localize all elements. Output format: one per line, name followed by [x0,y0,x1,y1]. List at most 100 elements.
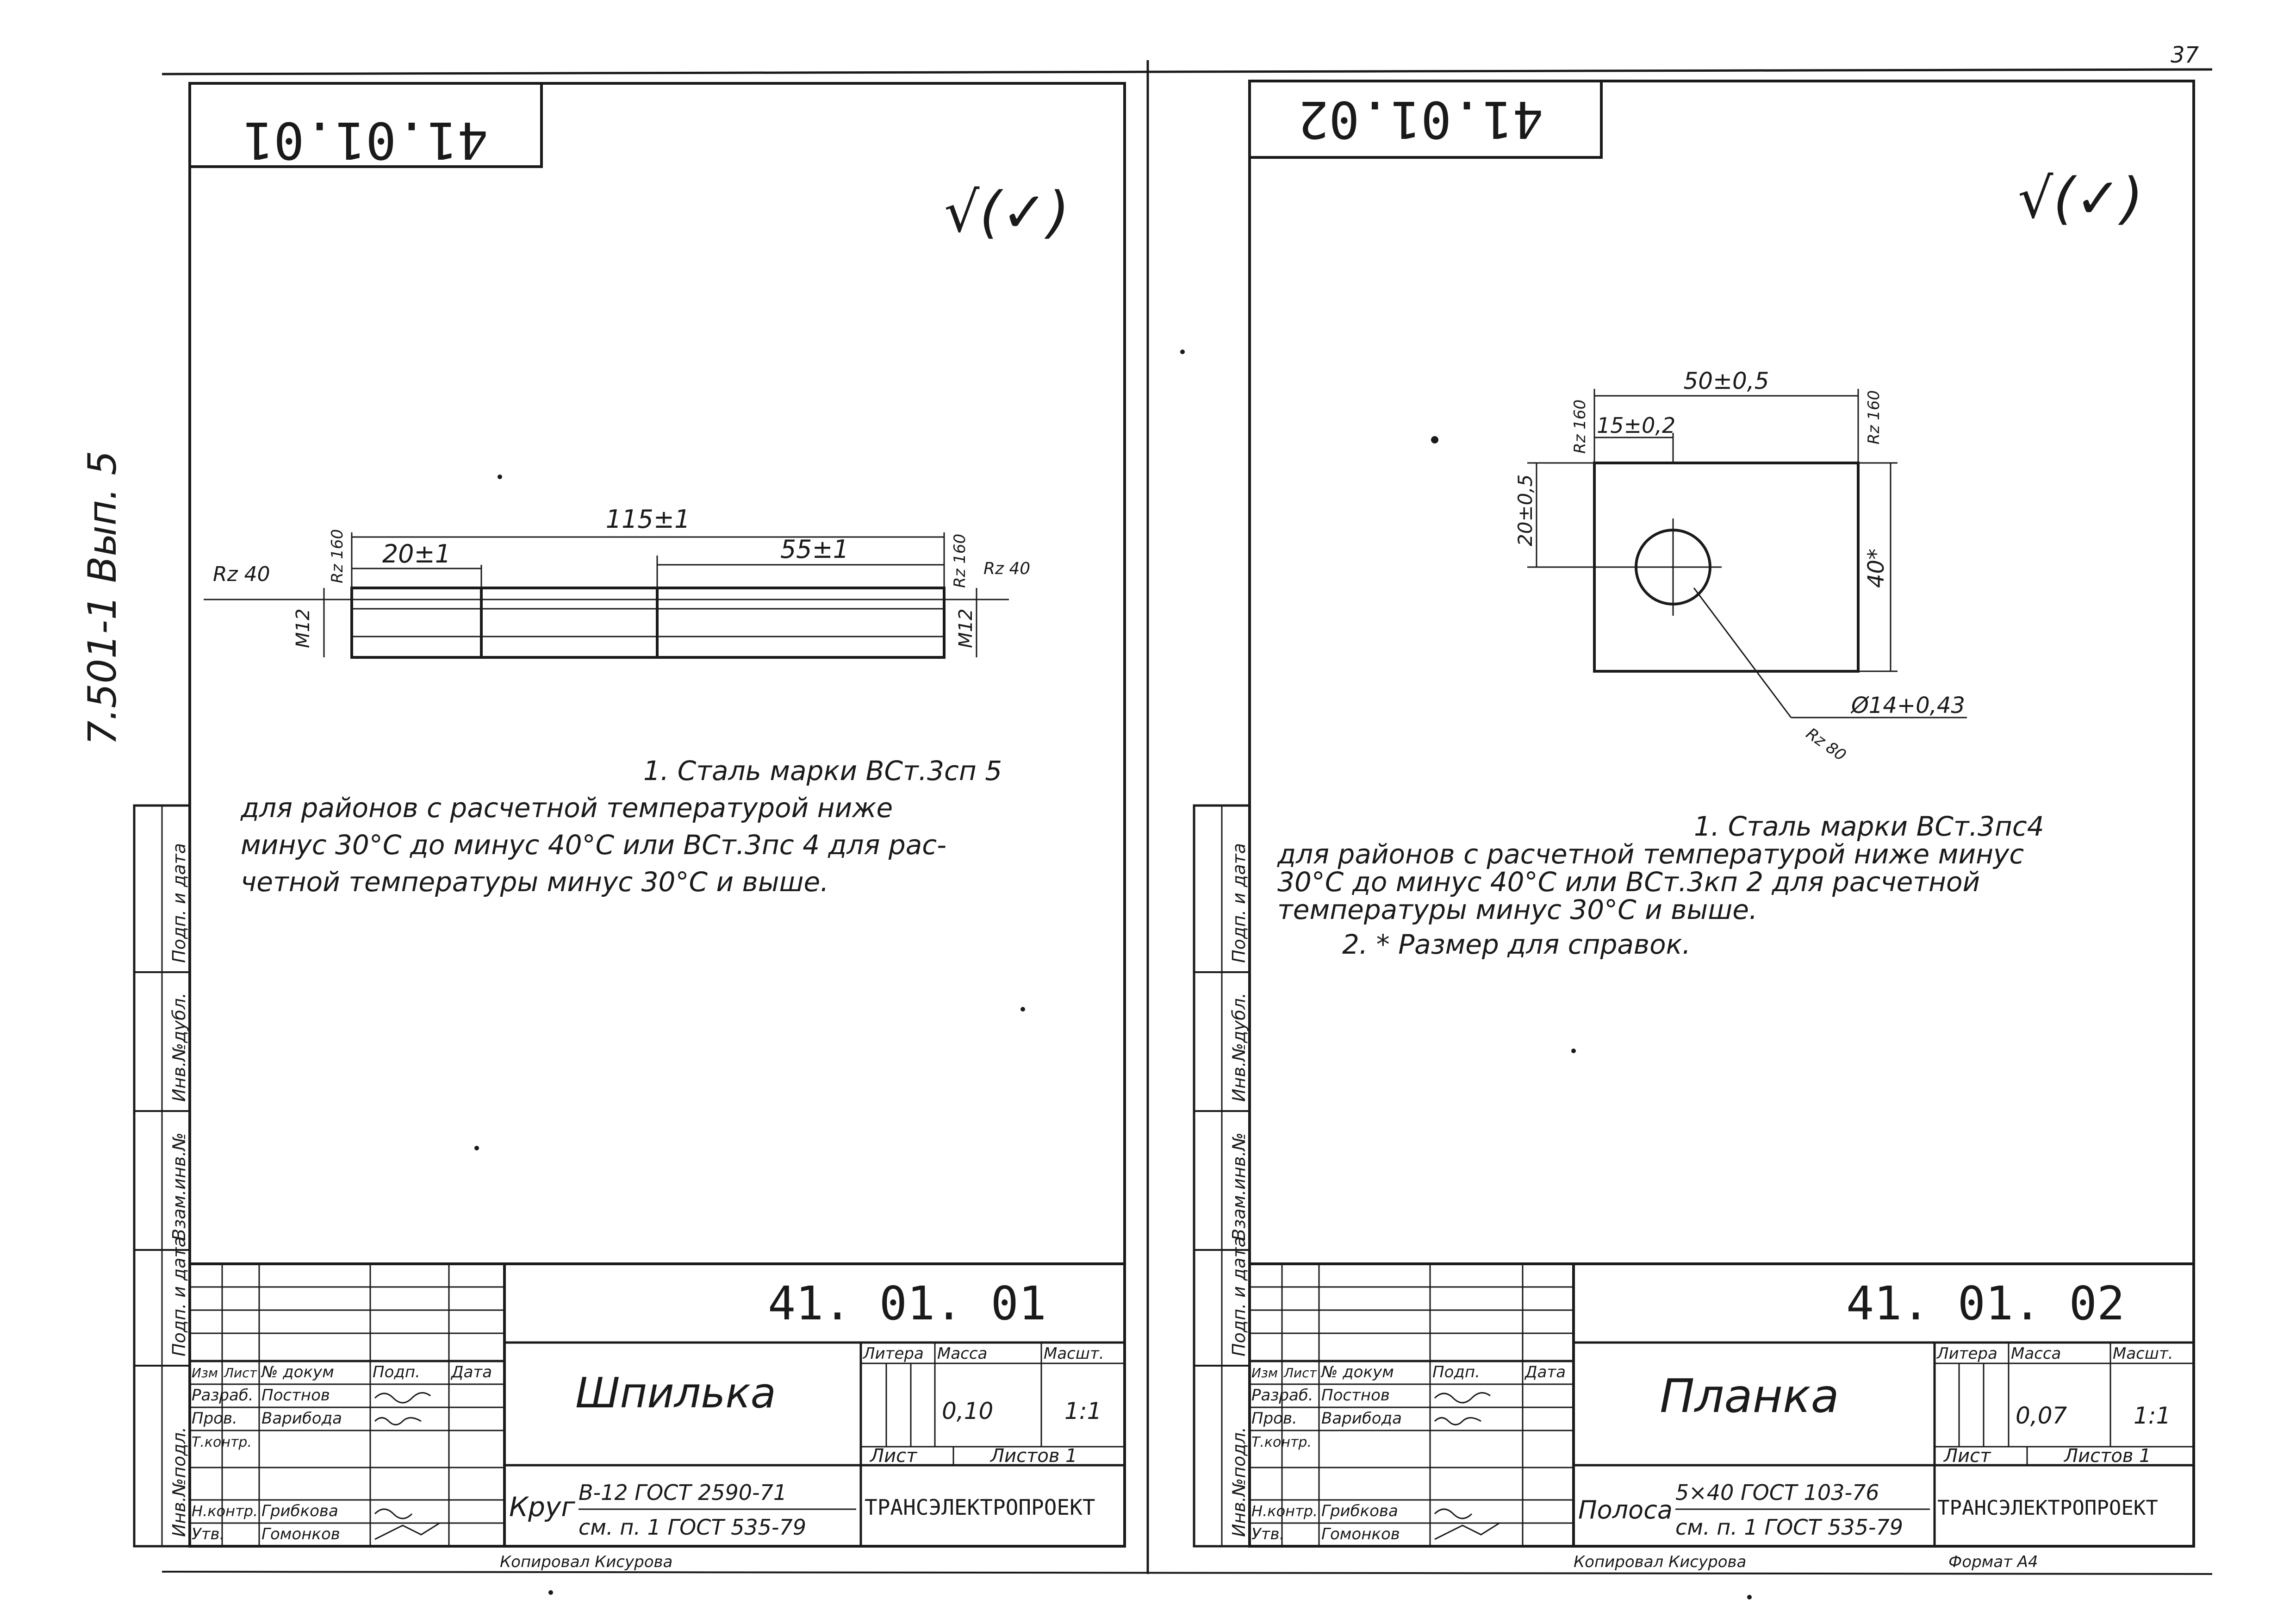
svg-text:Изм: Изм [192,1365,218,1380]
margin-label: Инв.№подл. [169,1427,189,1537]
svg-text:Т.контр.: Т.контр. [192,1434,252,1450]
svg-text:Разраб.: Разраб. [192,1386,254,1405]
note-line: минус 30°С до минус 40°С или ВСт.3пс 4 д… [241,829,946,861]
margin-label: Подп. и дата [1229,843,1249,963]
rz-top-left: Rz 160 [328,529,347,583]
material-line2: см. п. 1 ГОСТ 535-79 [579,1515,806,1540]
svg-text:Масса: Масса [2011,1344,2061,1363]
notes: 1. Сталь марки ВСт.3пс4 для районов с ра… [1277,811,2044,960]
stud-body [350,587,946,659]
margin-strip: Инв.№подл. Подп. и дата Взам.инв.№ Инв.№… [1193,804,1251,1548]
dim-hole-d: Ø14+0,43 [1850,693,1965,718]
svg-text:Масса: Масса [937,1344,987,1363]
dim-height: 40* [1863,549,1889,588]
svg-text:Листов 1: Листов 1 [2063,1445,2151,1467]
note-line: для районов с расчетной температурой ниж… [240,792,893,824]
thread-left-size: М12 [292,609,314,648]
material-label: Полоса [1578,1495,1673,1524]
plate-drawing: 50±0,5 15±0,2 20±0,5 40* Ø14+0,43 Rz 80 … [1514,368,1967,765]
title-block: Изм Лист № докум Подп. Дата Разраб. Пост… [1250,1262,2194,1546]
mass: 0,10 [942,1398,993,1424]
scale: 1:1 [2134,1402,2171,1429]
svg-text:Варибода: Варибода [1321,1409,1402,1428]
note-line: температуры минус 30°С и выше. [1277,894,1757,925]
part-title: Планка [1660,1369,1839,1423]
thread-left [350,587,483,659]
rz-left: Rz 160 [1571,400,1589,454]
rz-top-right: Rz 160 [951,534,969,588]
note-line: 1. Сталь марки ВСт.3пс4 [1694,811,2044,842]
svg-text:Дата: Дата [450,1363,492,1381]
dim-hole-x: 15±0,2 [1597,413,1675,438]
organization: ТРАНСЭЛЕКТРОПРОЕКТ [1937,1496,2158,1520]
svg-text:Разраб.: Разраб. [1251,1386,1313,1405]
notes: 1. Сталь марки ВСт.3сп 5 для районов с р… [240,755,1002,898]
thread-right-size: М12 [955,609,977,648]
stamp-code: 41.01.02 [1298,90,1543,149]
title-block: Изм Лист № докум Подп. Дата Разраб. Пост… [190,1262,1125,1546]
sheet-41-01-01: 41.01.01 √(✓) 115±1 20±1 55±1 [133,82,1126,1571]
roughness-mark: √(✓) [2018,167,2143,231]
scan-speckles [474,350,1752,1599]
svg-text:Постнов: Постнов [1321,1386,1390,1405]
svg-text:Утв.: Утв. [192,1525,224,1543]
svg-text:Грибкова: Грибкова [261,1502,338,1520]
organization: ТРАНСЭЛЕКТРОПРОЕКТ [865,1495,1095,1520]
material-line1: В-12 ГОСТ 2590-71 [579,1480,787,1505]
svg-text:Гомонков: Гомонков [261,1525,340,1543]
album-code: 7.501-1 Вып. 5 [80,450,125,745]
svg-text:Варибода: Варибода [261,1409,342,1428]
svg-text:Лист: Лист [1283,1365,1317,1380]
note-line: 1. Сталь марки ВСт.3сп 5 [643,755,1002,787]
margin-label: Взам.инв.№ [169,1132,189,1241]
margin-label: Инв.№дубл. [169,993,189,1102]
stamp-box [188,82,543,168]
svg-text:Пров.: Пров. [1251,1409,1297,1428]
note-line: 30°С до минус 40°С или ВСт.3кп 2 для рас… [1277,866,1980,898]
margin-label: Подп. и дата [169,1237,189,1356]
svg-text:№ докум: № докум [261,1363,334,1381]
svg-text:Лист: Лист [224,1365,257,1380]
svg-text:Лист: Лист [869,1445,918,1467]
format-label: Формат А4 [1948,1553,2038,1571]
svg-text:Т.контр.: Т.контр. [1251,1434,1312,1450]
sheet-41-01-02: 41.01.02 √(✓) 50±0,5 15±0,2 20±0,5 [1193,80,2195,1571]
mass: 0,07 [2016,1402,2067,1429]
rz-right: Rz 160 [1865,390,1883,444]
stud-drawing: 115±1 20±1 55±1 М12 М12 Rz 40 Rz 160 Rz … [204,505,1030,659]
svg-text:Литера: Литера [1936,1344,1997,1363]
roughness-mark: √(✓) [944,181,1070,245]
dim-overall: 115±1 [606,505,691,534]
margin-label: Инв.№дубл. [1229,993,1249,1102]
page-ref: 37 [2171,42,2199,68]
svg-text:Утв.: Утв. [1251,1525,1284,1543]
copied-by: Копировал Кисурова [500,1553,672,1571]
svg-text:Изм: Изм [1251,1365,1278,1380]
dim-hole-y: 20±0,5 [1514,475,1537,546]
note-line: 2. * Размер для справок. [1342,929,1691,960]
material-line2: см. п. 1 ГОСТ 535-79 [1675,1515,1903,1540]
svg-text:Постнов: Постнов [261,1386,330,1405]
material-label: Круг [509,1491,575,1523]
margin-strip: Инв.№подл. Подп. и дата Взам.инв.№ Инв.№… [133,804,191,1548]
thread-right [656,587,946,659]
rz-right: Rz 40 [983,559,1030,578]
svg-text:Лист: Лист [1943,1445,1991,1467]
svg-text:Н.контр.: Н.контр. [192,1502,258,1520]
margin-label: Подп. и дата [169,843,189,963]
svg-text:Масшт.: Масшт. [1044,1344,1104,1363]
svg-text:Н.контр.: Н.контр. [1251,1502,1318,1520]
doc-code: 41. 01. 02 [1846,1276,2125,1330]
dim-left: 20±1 [382,539,451,568]
scale: 1:1 [1064,1398,1101,1424]
doc-code: 41. 01. 01 [768,1276,1046,1330]
bottom-trim-line [162,1571,2213,1575]
top-trim-line [162,68,2213,75]
svg-text:Грибкова: Грибкова [1321,1502,1398,1520]
svg-text:Подп.: Подп. [373,1363,420,1381]
svg-text:Масшт.: Масшт. [2113,1344,2173,1363]
svg-text:Листов 1: Листов 1 [989,1445,1077,1467]
margin-label: Взам.инв.№ [1229,1132,1249,1241]
